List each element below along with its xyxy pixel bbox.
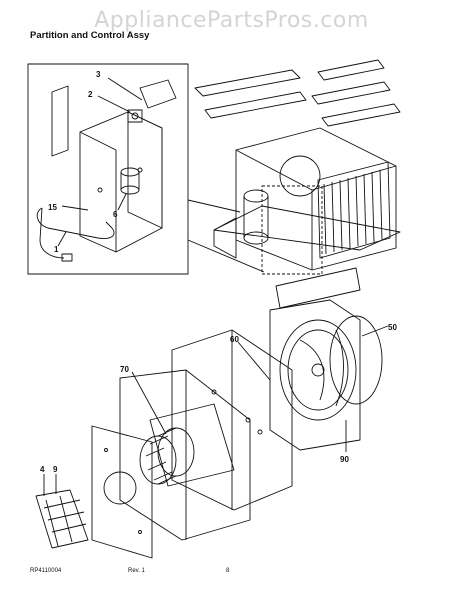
callout-70: 70 bbox=[120, 365, 129, 374]
blower-housing bbox=[119, 369, 251, 541]
footer-page: 8 bbox=[226, 568, 230, 574]
callout-9: 9 bbox=[53, 465, 58, 474]
top-strip-right-b bbox=[311, 81, 391, 105]
callout-6: 6 bbox=[113, 210, 118, 219]
callout-90: 90 bbox=[340, 455, 349, 464]
top-strip-left bbox=[194, 69, 301, 97]
callout-60: 60 bbox=[230, 335, 239, 344]
power-cord bbox=[36, 207, 115, 259]
callout-2: 2 bbox=[88, 90, 93, 99]
chassis-assembly bbox=[213, 127, 401, 275]
front-mounting-panel bbox=[91, 425, 153, 559]
callout-3: 3 bbox=[96, 70, 101, 79]
heater-element bbox=[35, 489, 89, 549]
watermark: AppliancePartsPros.com bbox=[94, 8, 369, 33]
callout-15: 15 bbox=[48, 203, 57, 212]
callout-4: 4 bbox=[40, 465, 45, 474]
diagram-title: Partition and Control Assy bbox=[30, 30, 150, 41]
capacitor bbox=[120, 167, 140, 195]
top-strip-right-c bbox=[321, 103, 401, 127]
fan-shroud bbox=[269, 299, 383, 451]
control-bracket bbox=[127, 79, 177, 123]
blower-wheel bbox=[139, 427, 195, 485]
base-strip bbox=[275, 267, 361, 309]
partition-bulkhead bbox=[171, 329, 293, 511]
footer-rev: Rev. 1 bbox=[128, 568, 145, 574]
top-strip-mid bbox=[204, 91, 307, 119]
footer-doc-id: RP4110004 bbox=[30, 568, 62, 574]
cord-plug bbox=[61, 253, 73, 262]
control-inset-box bbox=[27, 63, 189, 275]
callout-1: 1 bbox=[54, 245, 59, 254]
side-bracket bbox=[51, 85, 69, 157]
top-strip-right-a bbox=[317, 59, 385, 81]
callout-50: 50 bbox=[388, 323, 397, 332]
